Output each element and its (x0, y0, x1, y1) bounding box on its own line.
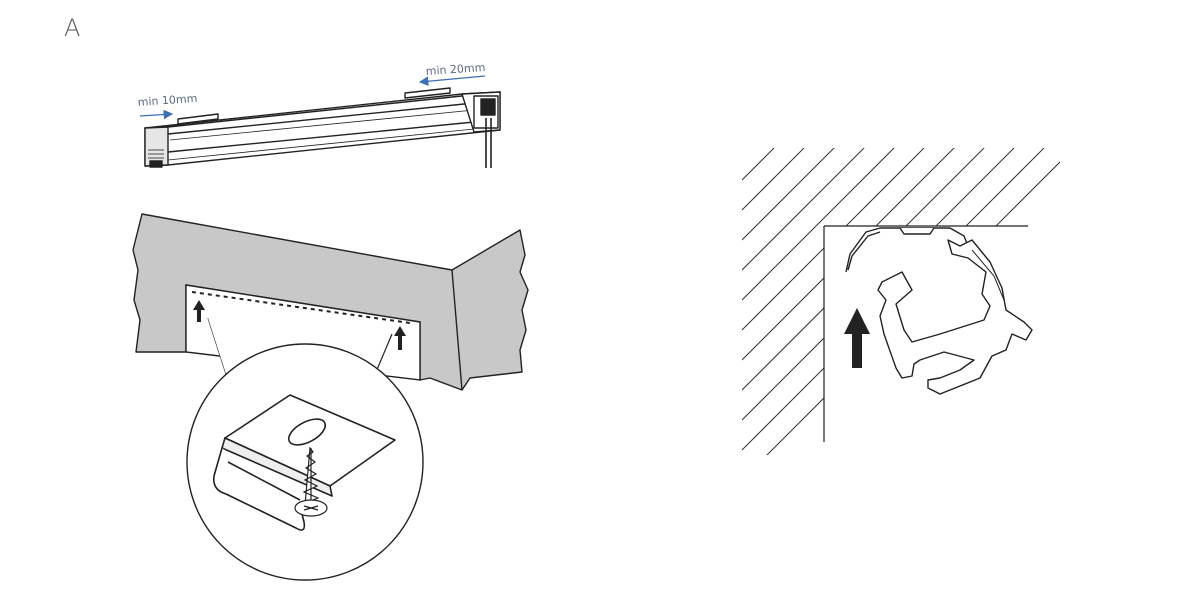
bracket-detail-callout (186, 317, 424, 581)
dimension-left-label: min 10mm (137, 92, 197, 109)
push-up-arrow (844, 308, 870, 368)
figure-label: A (64, 14, 82, 42)
dimension-arrow-right (418, 75, 486, 87)
mount-arrow-left (193, 300, 205, 322)
dimension-arrow-left (139, 109, 174, 120)
headrail-illustration (144, 87, 501, 168)
mount-arrow-right (394, 326, 406, 350)
screw-icon (294, 446, 328, 517)
dimension-right-label: min 20mm (425, 61, 485, 78)
ceiling-corner-section (742, 148, 1060, 455)
